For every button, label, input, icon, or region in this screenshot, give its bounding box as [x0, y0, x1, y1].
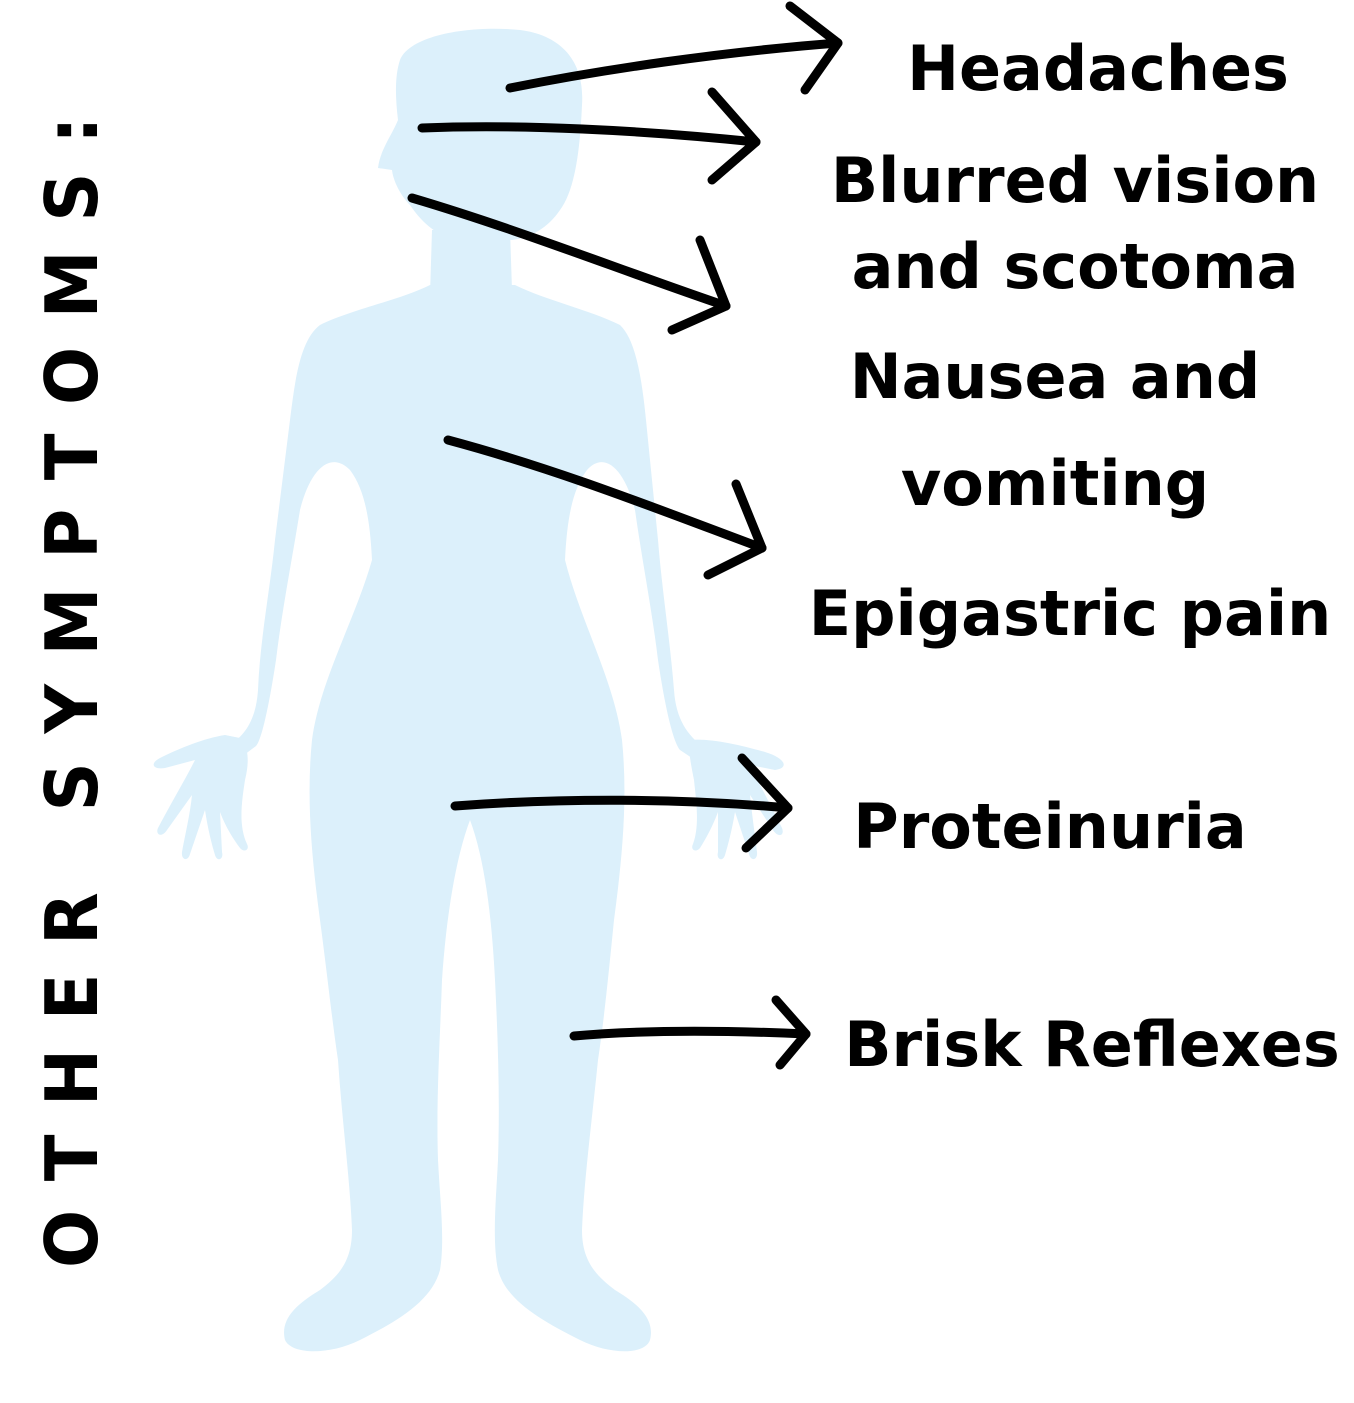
symptom-nausea-line1: Nausea and	[850, 340, 1261, 413]
arrow-head	[672, 240, 726, 330]
symptom-blurred-vision-line2: and scotoma	[852, 230, 1299, 303]
side-title: OTHER SYMPTOMS:	[30, 88, 114, 1268]
symptom-nausea-line2: vomiting	[901, 447, 1209, 520]
arrow-shaft	[574, 1031, 806, 1036]
symptom-epigastric-pain: Epigastric pain	[809, 577, 1332, 650]
symptom-labels: Headaches Blurred vision and scotoma Nau…	[809, 32, 1340, 1081]
symptom-proteinuria: Proteinuria	[853, 790, 1247, 863]
silhouette-left-hand	[154, 735, 248, 859]
symptom-blurred-vision-line1: Blurred vision	[831, 144, 1319, 217]
human-silhouette	[154, 29, 784, 1352]
silhouette-head	[378, 29, 582, 240]
arrow-brisk-reflexes	[574, 1000, 806, 1065]
symptom-headaches: Headaches	[907, 32, 1289, 105]
symptom-brisk-reflexes: Brisk Reflexes	[844, 1008, 1340, 1081]
